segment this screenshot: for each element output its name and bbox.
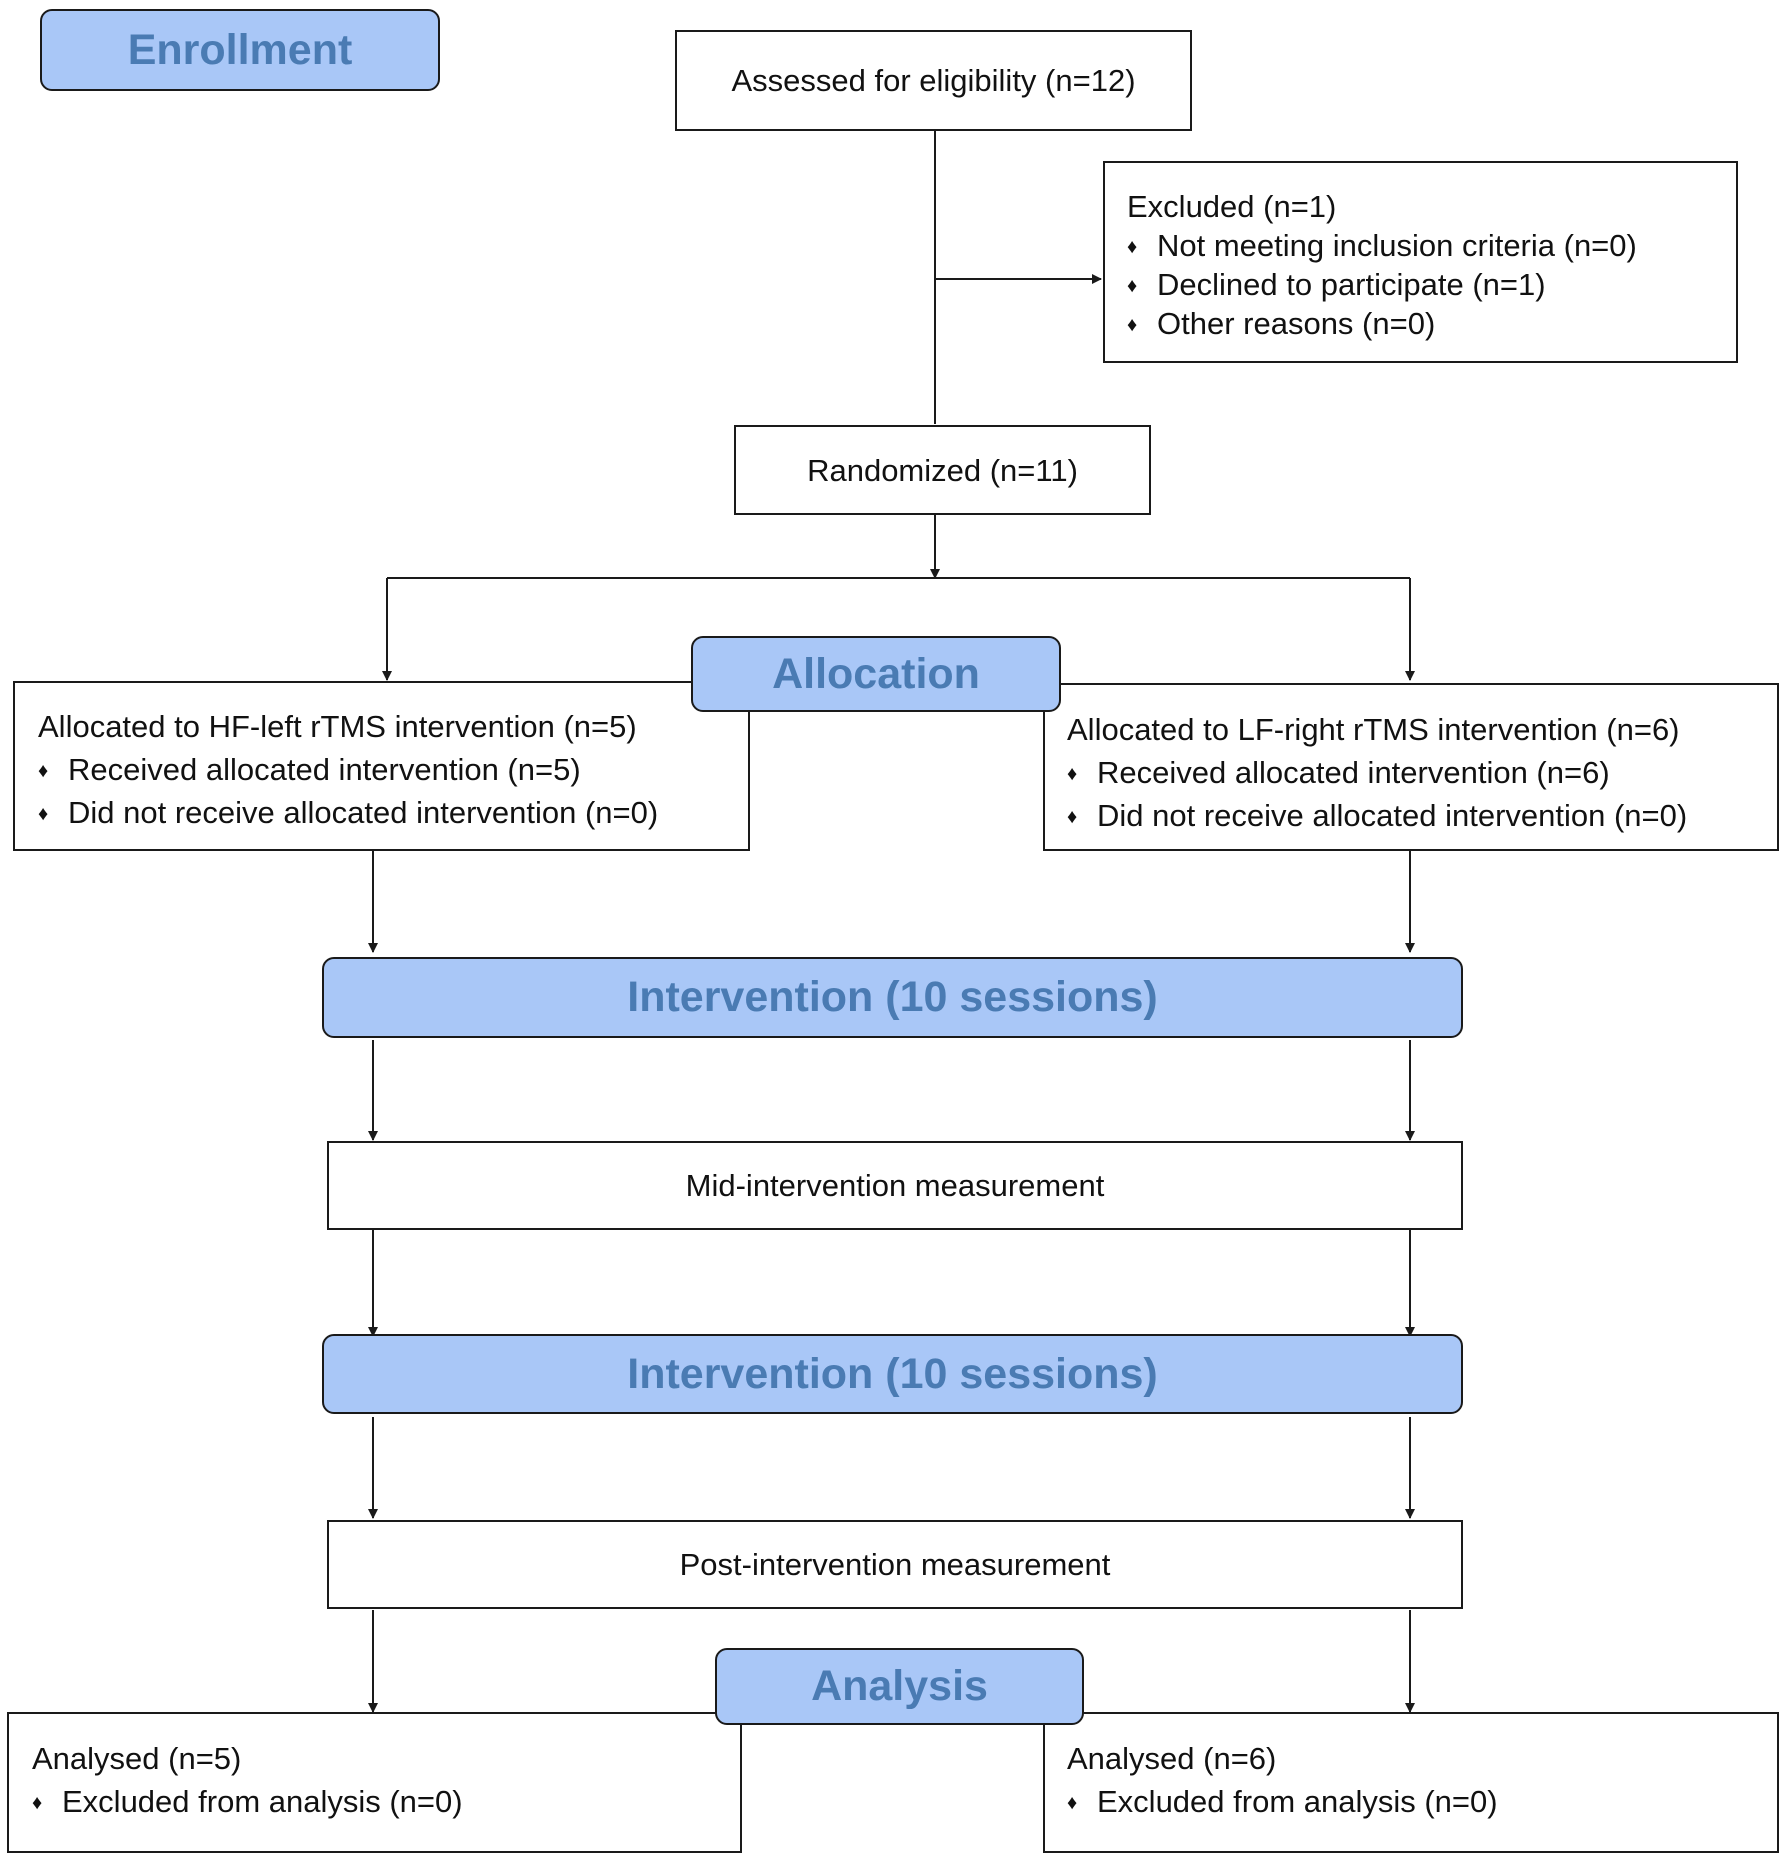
analysed-left-title: Analysed (n=5) [32, 1741, 242, 1776]
mid-measurement-box: Mid-intervention measurement [327, 1141, 1463, 1230]
stage-analysis-label: Analysis [715, 1648, 1084, 1725]
analysed-left-item-text: Excluded from analysis (n=0) [62, 1784, 463, 1819]
allocated-right-item-text: Received allocated intervention (n=6) [1097, 755, 1610, 790]
bullet-icon: ♦ [38, 760, 49, 782]
bullet-icon: ♦ [32, 1792, 43, 1814]
allocated-left-item: ♦ Received allocated intervention (n=5) [38, 754, 581, 785]
analysed-right-item-text: Excluded from analysis (n=0) [1097, 1784, 1498, 1819]
excluded-item: ♦ Not meeting inclusion criteria (n=0) [1127, 230, 1637, 261]
allocated-right-box: Allocated to LF-right rTMS intervention … [1043, 683, 1779, 851]
stage-intervention-2-text: Intervention (10 sessions) [627, 1349, 1158, 1398]
stage-analysis-text: Analysis [811, 1662, 988, 1710]
randomized-text: Randomized (n=11) [807, 452, 1078, 488]
excluded-item-text: Declined to participate (n=1) [1157, 267, 1546, 302]
analysed-left-item: ♦ Excluded from analysis (n=0) [32, 1786, 463, 1817]
stage-intervention-2: Intervention (10 sessions) [322, 1334, 1463, 1414]
analysed-left-box: Analysed (n=5) ♦ Excluded from analysis (… [7, 1712, 742, 1853]
allocated-left-box: Allocated to HF-left rTMS intervention (… [13, 681, 750, 851]
stage-allocation-label: Allocation [691, 636, 1061, 712]
analysed-right-box: Analysed (n=6) ♦ Excluded from analysis (… [1043, 1712, 1779, 1853]
post-measurement-box: Post-intervention measurement [327, 1520, 1463, 1609]
stage-intervention-1-text: Intervention (10 sessions) [627, 973, 1158, 1021]
excluded-item-text: Other reasons (n=0) [1157, 306, 1436, 341]
randomized-box: Randomized (n=11) [734, 425, 1151, 515]
allocated-right-item: ♦ Received allocated intervention (n=6) [1067, 757, 1610, 788]
bullet-icon: ♦ [1127, 275, 1138, 297]
stage-enrollment-label: Enrollment [40, 9, 440, 91]
excluded-item-text: Not meeting inclusion criteria (n=0) [1157, 228, 1637, 263]
excluded-item: ♦ Other reasons (n=0) [1127, 308, 1435, 339]
bullet-icon: ♦ [1067, 806, 1078, 828]
assessed-text: Assessed for eligibility (n=12) [731, 63, 1136, 98]
analysed-right-title: Analysed (n=6) [1067, 1741, 1277, 1776]
mid-measurement-text: Mid-intervention measurement [685, 1168, 1105, 1203]
allocated-left-item: ♦ Did not receive allocated intervention … [38, 797, 658, 828]
excluded-title: Excluded (n=1) [1127, 189, 1337, 224]
excluded-item: ♦ Declined to participate (n=1) [1127, 269, 1546, 300]
bullet-icon: ♦ [38, 803, 49, 825]
allocated-left-item-text: Did not receive allocated intervention (… [68, 795, 659, 830]
stage-intervention-1: Intervention (10 sessions) [322, 957, 1463, 1038]
excluded-box: Excluded (n=1) ♦ Not meeting inclusion cr… [1103, 161, 1738, 363]
allocated-right-title: Allocated to LF-right rTMS intervention … [1067, 712, 1680, 747]
allocated-left-item-text: Received allocated intervention (n=5) [68, 752, 581, 787]
allocated-left-title: Allocated to HF-left rTMS intervention (… [38, 709, 637, 744]
bullet-icon: ♦ [1127, 314, 1138, 336]
post-measurement-text: Post-intervention measurement [679, 1547, 1111, 1582]
allocated-right-item-text: Did not receive allocated intervention (… [1097, 798, 1688, 833]
analysed-right-item: ♦ Excluded from analysis (n=0) [1067, 1786, 1498, 1817]
stage-enrollment-text: Enrollment [127, 25, 353, 74]
bullet-icon: ♦ [1127, 236, 1138, 258]
allocated-right-item: ♦ Did not receive allocated intervention … [1067, 800, 1687, 831]
bullet-icon: ♦ [1067, 1792, 1078, 1814]
assessed-box: Assessed for eligibility (n=12) [675, 30, 1192, 131]
stage-allocation-text: Allocation [772, 649, 980, 698]
bullet-icon: ♦ [1067, 763, 1078, 785]
